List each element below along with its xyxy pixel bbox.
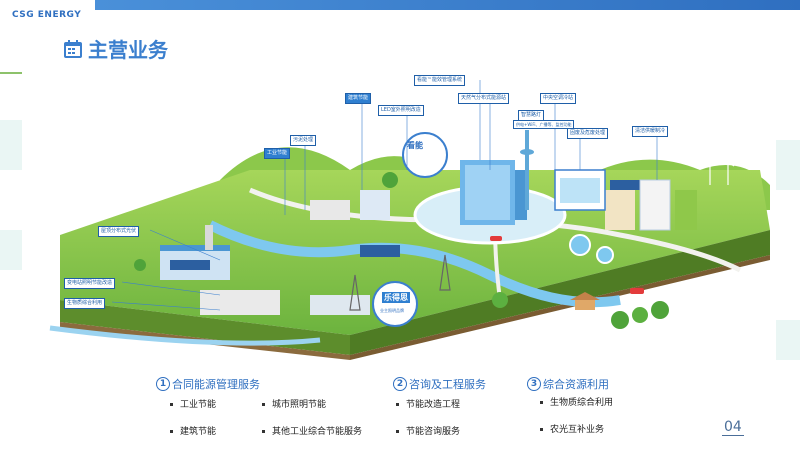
service-2-number: 2 <box>393 377 407 391</box>
service-1-number: 1 <box>156 377 170 391</box>
service-1-item: 工业节能 <box>170 397 216 410</box>
callout-central-ac: 中央空调冷站 <box>540 93 577 104</box>
callout-smart-monitor: 看能™能效管理系统 <box>414 75 466 86</box>
callout-smart-streetlight-sub: 供电+WiFi、广播等、监控功能 <box>513 120 575 129</box>
left-accent-block <box>0 120 22 170</box>
service-1-item: 建筑节能 <box>170 424 216 437</box>
left-accent-block <box>0 230 22 270</box>
service-3-item: 农光互补业务 <box>540 422 604 435</box>
company-logo: CSG ENERGY <box>12 10 82 20</box>
service-3-title: 综合资源利用 <box>543 378 609 391</box>
service-3-number: 3 <box>527 377 541 391</box>
callout-sludge: 污泥处理 <box>290 135 317 146</box>
service-1-item: 城市照明节能 <box>262 397 326 410</box>
callout-substation: 变电站照明节能改造 <box>64 278 116 289</box>
lighting-brand-badge: 乐得思 <box>382 292 410 303</box>
service-3-heading: 3 综合资源利用 <box>527 376 609 392</box>
service-2-item: 节能改造工程 <box>396 397 460 410</box>
left-accent-line <box>0 72 22 74</box>
service-2-heading: 2 咨询及工程服务 <box>393 376 486 392</box>
page-title: 主营业务 <box>88 38 168 62</box>
callout-clean-heating: 清洁供暖制冷 <box>632 126 669 137</box>
service-1-title: 合同能源管理服务 <box>172 378 260 391</box>
right-accent-block <box>776 140 800 190</box>
page-title-group: 主营业务 <box>62 34 168 63</box>
lighting-brand-sub: 业主照明品牌 <box>380 308 404 313</box>
callout-industrial: 工业节能 <box>264 148 291 159</box>
service-2-title: 咨询及工程服务 <box>409 378 486 391</box>
service-2-item: 节能咨询服务 <box>396 424 460 437</box>
callout-led-lighting: LED室外照明改造 <box>378 105 424 116</box>
calendar-icon <box>64 39 82 58</box>
page-number: 04 <box>722 419 744 436</box>
top-banner-bar <box>95 0 800 10</box>
callout-gas-station: 天然气分布式能源站 <box>458 93 510 104</box>
monitor-badge-label: 看能 <box>407 141 423 150</box>
city-map-graphic <box>49 80 770 360</box>
right-accent-block <box>776 320 800 360</box>
callout-rooftop-pv: 屋顶分布式光伏 <box>98 226 140 237</box>
energy-city-illustration: 看能™能效管理系统 建筑节能 LED室外照明改造 天然气分布式能源站 中央空调冷… <box>20 60 780 370</box>
service-1-item: 其他工业综合节能服务 <box>262 424 362 437</box>
service-1-heading: 1 合同能源管理服务 <box>156 376 260 392</box>
service-3-item: 生物质综合利用 <box>540 395 613 408</box>
callout-biomass: 生物质综合利用 <box>64 298 106 309</box>
callout-waste-treatment: 固废及危废处理 <box>567 128 609 139</box>
callout-building-energy: 建筑节能 <box>345 93 372 104</box>
